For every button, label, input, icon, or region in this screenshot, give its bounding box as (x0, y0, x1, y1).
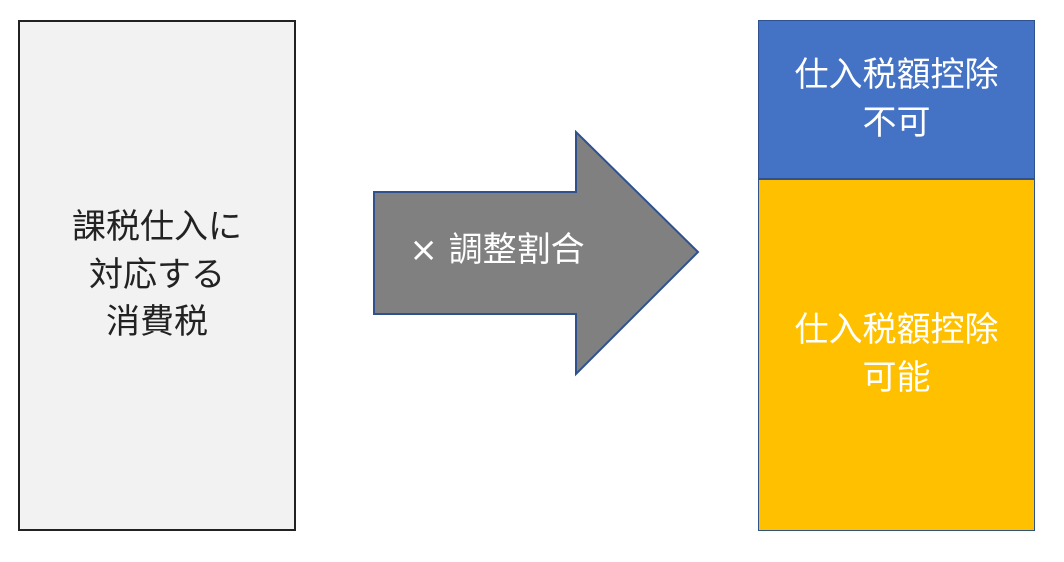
deductible-box: 仕入税額控除 可能 (758, 179, 1035, 531)
taxable-purchase-tax-box: 課税仕入に 対応する 消費税 (18, 20, 296, 531)
adjustment-ratio-arrow (373, 130, 700, 377)
non-deductible-box: 仕入税額控除 不可 (758, 20, 1035, 179)
arrow-label: × 調整割合 (409, 230, 585, 270)
